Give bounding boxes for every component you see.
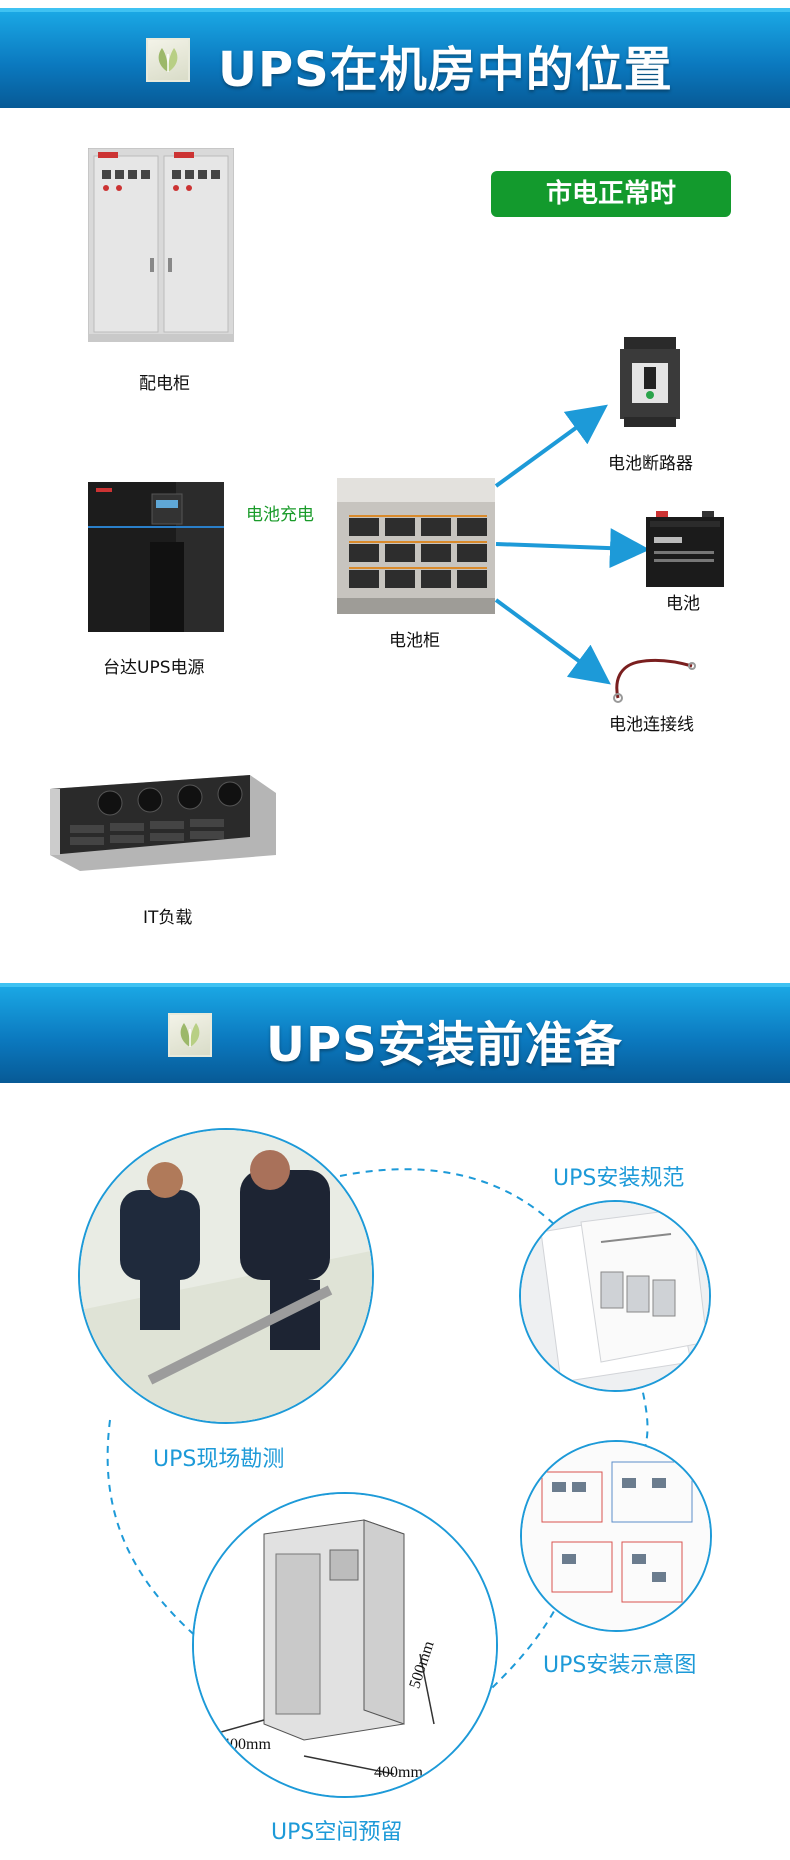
battery-image	[646, 511, 724, 591]
site-survey-photo	[78, 1128, 374, 1424]
section-title-1: UPS在机房中的位置	[218, 42, 673, 98]
it-load-label: IT负载	[143, 908, 193, 928]
site-survey-label: UPS现场勘测	[153, 1447, 285, 1472]
dimension-front-label: 400mm	[374, 1764, 423, 1781]
leaf-logo-icon	[146, 38, 190, 82]
section-banner-2: UPS安装前准备	[0, 983, 790, 1083]
battery-cabinet-label: 电池柜	[389, 631, 440, 651]
install-diagram-label: UPS安装示意图	[543, 1653, 697, 1678]
arrow-to-battery	[495, 528, 650, 569]
battery-label: 电池	[666, 594, 700, 614]
distribution-cabinet-label: 配电柜	[139, 374, 190, 394]
section-banner-1: UPS在机房中的位置	[0, 8, 790, 108]
ups-label: 台达UPS电源	[103, 658, 205, 678]
mains-normal-badge: 市电正常时	[491, 171, 731, 217]
install-spec-photo	[519, 1200, 711, 1392]
leaf-logo-icon	[168, 1013, 212, 1057]
space-reserve-diagram: 400mm 400mm 500mm	[192, 1492, 498, 1798]
battery-charge-label: 电池充电	[246, 505, 314, 525]
arrow-to-cable	[494, 598, 611, 685]
breaker-label: 电池断路器	[608, 454, 693, 474]
space-reserve-label: UPS空间预留	[271, 1820, 403, 1845]
section-title-2: UPS安装前准备	[266, 1017, 623, 1073]
distribution-cabinet-image	[87, 147, 235, 352]
battery-breaker-image	[620, 337, 680, 431]
arrow-to-breaker	[494, 404, 608, 488]
battery-cabinet-image	[337, 478, 495, 618]
battery-cable-image	[608, 650, 698, 708]
dimension-left-label: 400mm	[222, 1736, 271, 1753]
install-diagram-photo	[520, 1440, 712, 1632]
ups-tower-image	[88, 482, 224, 636]
it-load-server-image	[50, 775, 276, 881]
battery-cable-label: 电池连接线	[609, 715, 694, 735]
install-spec-label: UPS安装规范	[553, 1166, 685, 1191]
